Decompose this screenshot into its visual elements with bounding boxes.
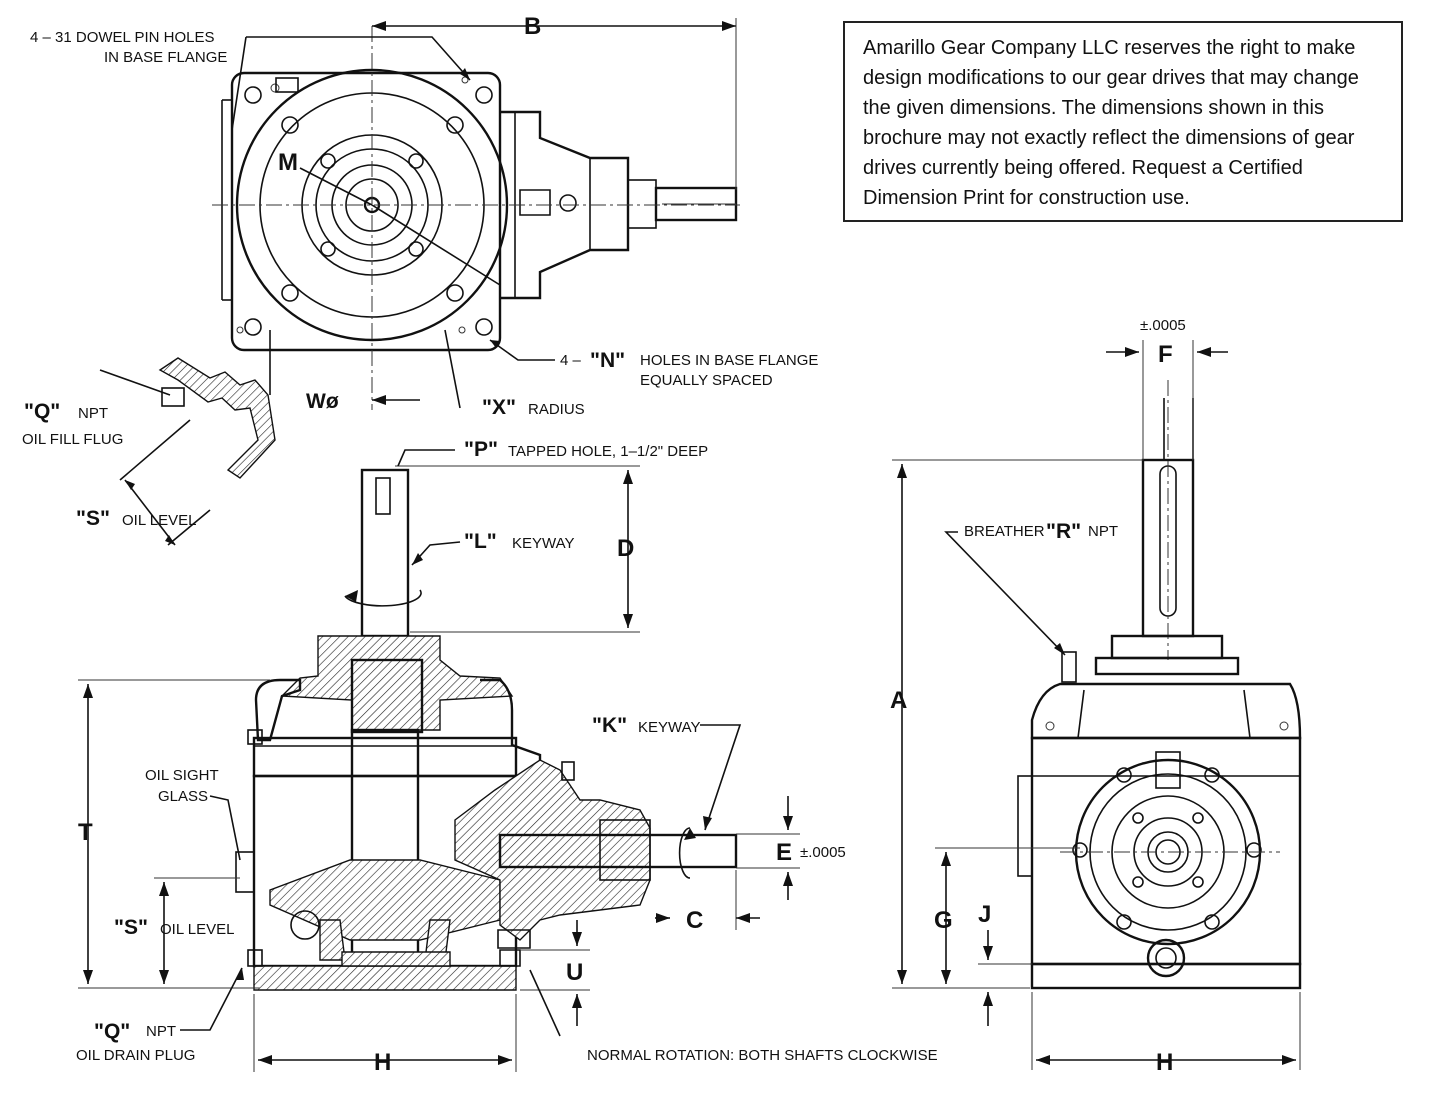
callout-k-text: KEYWAY	[638, 719, 701, 736]
callout-n-prefix: 4 –	[560, 352, 582, 369]
front-view	[892, 340, 1302, 1070]
side-section-view	[78, 449, 800, 1072]
note-line: drives currently being offered. Request …	[863, 157, 1303, 179]
dim-h-front: H	[1156, 1049, 1173, 1076]
callout-q-bot-text-1: NPT	[146, 1023, 176, 1040]
callout-dowel-1: 4 – 31 DOWEL PIN HOLES	[30, 29, 215, 46]
callout-sight-1: OIL SIGHT	[145, 767, 219, 784]
dim-h-side: H	[374, 1049, 391, 1076]
callout-q-top-letter: "Q"	[24, 400, 60, 423]
note-line: Amarillo Gear Company LLC reserves the r…	[863, 37, 1356, 59]
callout-q-top-text-2: OIL FILL FLUG	[22, 431, 123, 448]
tol-e: ±.0005	[800, 844, 846, 861]
callout-dowel-2: IN BASE FLANGE	[104, 49, 227, 66]
oil-fill-detail	[99, 357, 276, 546]
callout-n-text-1: HOLES IN BASE FLANGE	[640, 352, 818, 369]
callout-l-text: KEYWAY	[512, 535, 575, 552]
dim-e: E	[776, 839, 792, 866]
callout-n-letter: "N"	[590, 349, 625, 372]
callout-sight-2: GLASS	[158, 788, 208, 805]
dim-f: F	[1158, 341, 1173, 368]
rotation-note: NORMAL ROTATION: BOTH SHAFTS CLOCKWISE	[587, 1047, 938, 1064]
callout-breather-letter: "R"	[1046, 520, 1081, 543]
note-line: design modifications to our gear drives …	[863, 67, 1359, 89]
note-line: the given dimensions. The dimensions sho…	[863, 97, 1324, 119]
callout-n-text-2: EQUALLY SPACED	[640, 372, 773, 389]
callout-q-top-text-1: NPT	[78, 405, 108, 422]
callout-s-side-text: OIL LEVEL	[160, 921, 235, 938]
callout-p-text: TAPPED HOLE, 1–1/2" DEEP	[508, 443, 708, 460]
dim-g: G	[934, 907, 953, 934]
callout-s-top-text: OIL LEVEL	[122, 512, 197, 529]
dim-t: T	[78, 819, 93, 846]
dim-d: D	[617, 535, 634, 562]
callout-p-letter: "P"	[464, 438, 498, 461]
dim-u: U	[566, 959, 583, 986]
callout-s-side-letter: "S"	[114, 916, 148, 939]
dim-w: Wø	[306, 390, 339, 413]
note-line: Dimension Print for construction use.	[863, 187, 1190, 209]
note-line: brochure may not exactly reflect the dim…	[863, 127, 1355, 149]
dim-m: M	[278, 149, 298, 176]
callout-x-text: RADIUS	[528, 401, 585, 418]
callout-x-letter: "X"	[482, 396, 516, 419]
disclaimer-note: Amarillo Gear Company LLC reserves the r…	[843, 21, 1403, 222]
callout-breather-prefix: BREATHER	[964, 523, 1045, 540]
dim-c: C	[686, 907, 703, 934]
callout-breather-suffix: NPT	[1088, 523, 1118, 540]
callout-q-bot-letter: "Q"	[94, 1020, 130, 1043]
tol-f: ±.0005	[1140, 317, 1186, 334]
callout-q-bot-text-2: OIL DRAIN PLUG	[76, 1047, 195, 1064]
top-view	[212, 18, 740, 410]
callout-l-letter: "L"	[464, 530, 497, 553]
callout-k-letter: "K"	[592, 714, 627, 737]
dim-j: J	[978, 901, 991, 928]
dim-a: A	[890, 687, 907, 714]
dim-b: B	[524, 13, 541, 40]
callout-s-top-letter: "S"	[76, 507, 110, 530]
